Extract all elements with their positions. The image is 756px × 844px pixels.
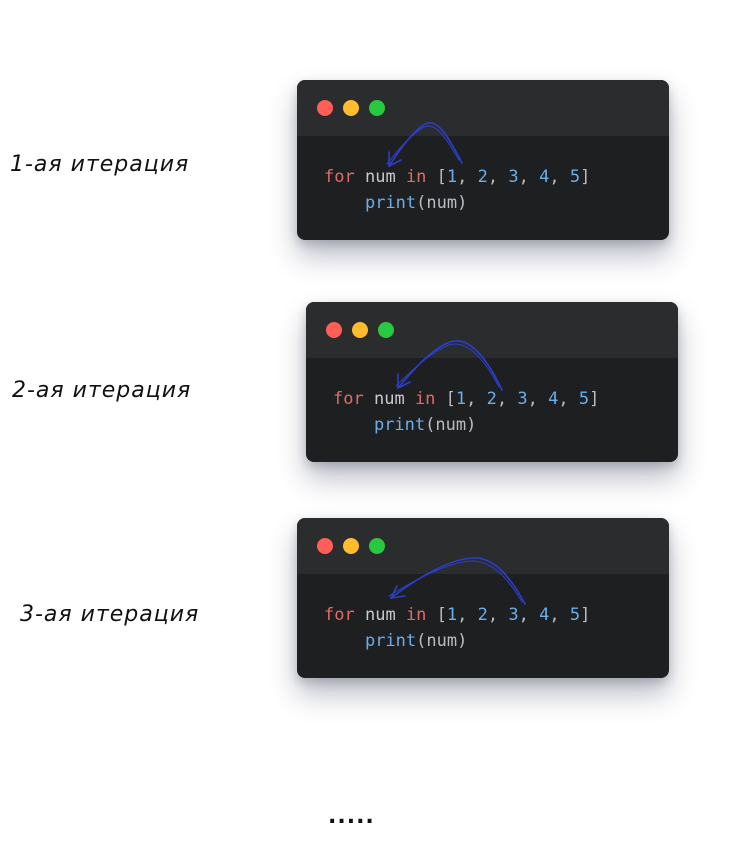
iteration-label-3: 3-ая итерация	[20, 602, 200, 627]
list-item-5: 5	[578, 389, 590, 409]
list-item-4: 4	[539, 605, 550, 625]
list-item-2: 2	[477, 605, 488, 625]
minimize-dot-icon	[343, 538, 359, 554]
print-function: print	[364, 193, 417, 213]
iteration-label-1: 1-ая итерация	[10, 152, 190, 177]
code-window-3: for num in [1, 2, 3, 4, 5] print(num)	[297, 518, 669, 678]
code-block: for num in [1, 2, 3, 4, 5] print(num)	[324, 167, 591, 213]
keyword-in: in	[405, 605, 427, 625]
minimize-dot-icon	[343, 100, 359, 116]
code-block: for num in [1, 2, 3, 4, 5] print(num)	[324, 605, 591, 651]
loop-variable: num	[364, 167, 396, 187]
list-item-5: 5	[569, 167, 581, 187]
keyword-for: for	[324, 605, 355, 625]
loop-variable: num	[373, 389, 405, 409]
continuation-ellipsis: .....	[328, 804, 375, 829]
list-item-4: 4	[539, 167, 550, 187]
list-item-2: 2	[477, 167, 488, 187]
code-window-2: for num in [1, 2, 3, 4, 5] print(num)	[306, 302, 678, 462]
keyword-in: in	[414, 389, 436, 409]
list-open-bracket: [	[436, 605, 447, 625]
print-function: print	[373, 415, 426, 435]
code-block: for num in [1, 2, 3, 4, 5] print(num)	[333, 389, 600, 435]
window-titlebar	[306, 302, 678, 358]
print-argument: (num)	[425, 415, 477, 435]
keyword-in: in	[405, 167, 427, 187]
list-item-4: 4	[548, 389, 559, 409]
list-item-5: 5	[569, 605, 581, 625]
code-window-1: for num in [1, 2, 3, 4, 5] print(num)	[297, 80, 669, 240]
list-close-bracket: ]	[580, 167, 591, 187]
list-item-3: 3	[508, 167, 519, 187]
list-item-3: 3	[517, 389, 528, 409]
list-item-1: 1	[446, 605, 458, 625]
close-dot-icon	[317, 538, 333, 554]
list-item-1: 1	[446, 167, 458, 187]
list-item-1: 1	[455, 389, 467, 409]
maximize-dot-icon	[369, 538, 385, 554]
print-argument: (num)	[416, 193, 468, 213]
list-close-bracket: ]	[589, 389, 600, 409]
print-function: print	[364, 631, 417, 651]
loop-variable: num	[364, 605, 396, 625]
window-titlebar	[297, 80, 669, 136]
list-close-bracket: ]	[580, 605, 591, 625]
list-item-2: 2	[486, 389, 497, 409]
maximize-dot-icon	[369, 100, 385, 116]
keyword-for: for	[324, 167, 355, 187]
list-open-bracket: [	[445, 389, 456, 409]
window-titlebar	[297, 518, 669, 574]
print-argument: (num)	[416, 631, 468, 651]
minimize-dot-icon	[352, 322, 368, 338]
list-item-3: 3	[508, 605, 519, 625]
maximize-dot-icon	[378, 322, 394, 338]
close-dot-icon	[326, 322, 342, 338]
keyword-for: for	[333, 389, 364, 409]
list-open-bracket: [	[436, 167, 447, 187]
close-dot-icon	[317, 100, 333, 116]
iteration-label-2: 2-ая итерация	[12, 378, 192, 403]
